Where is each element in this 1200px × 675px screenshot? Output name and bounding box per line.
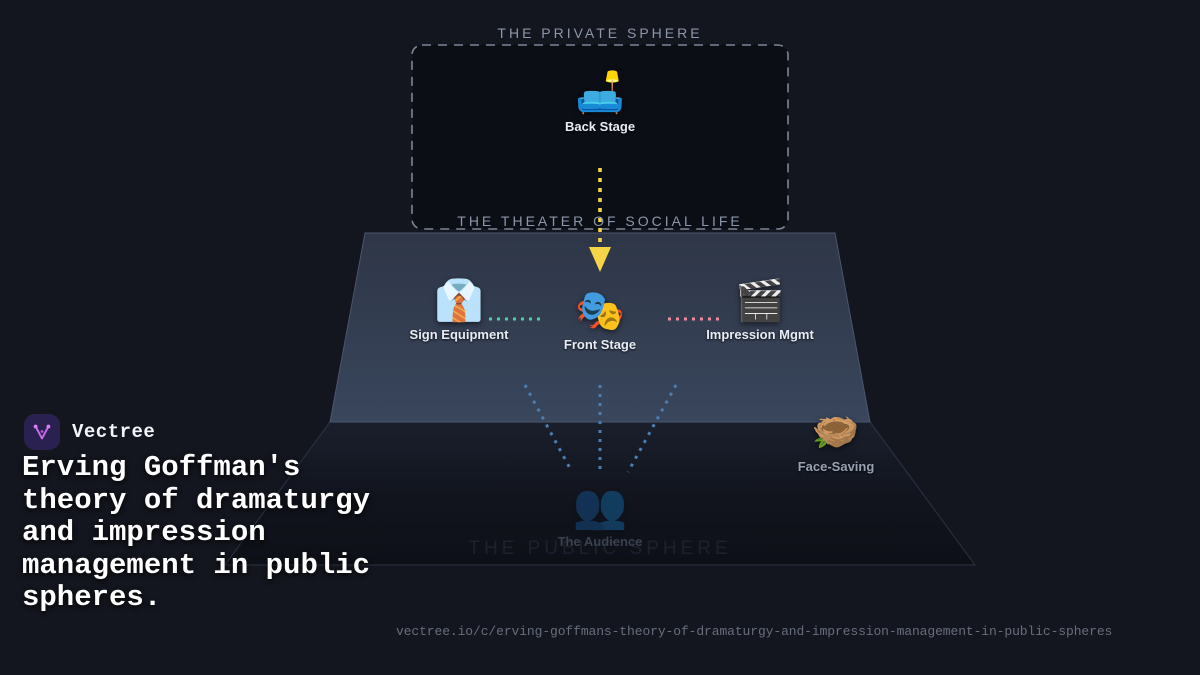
- vectree-logo-icon: [24, 414, 60, 450]
- node-front-stage-label: Front Stage: [563, 337, 637, 352]
- node-impression-mgmt-label: Impression Mgmt: [706, 327, 814, 342]
- theater-stage-shape: [329, 232, 871, 423]
- page-title: Erving Goffman's theory of dramaturgy an…: [22, 451, 371, 614]
- public-sphere-label: THE PUBLIC SPHERE: [468, 538, 732, 559]
- node-sign-equipment-label: Sign Equipment: [409, 327, 509, 342]
- couch-and-lamp-icon: 🛋️: [575, 71, 625, 115]
- node-the-audience[interactable]: 👥 The Audience: [557, 482, 643, 550]
- node-back-stage-label: Back Stage: [564, 119, 636, 134]
- busts-in-silhouette-icon: 👥: [572, 482, 628, 531]
- connector-arrowhead-icon: [589, 247, 611, 272]
- private-sphere-shape: [411, 44, 789, 230]
- node-back-stage[interactable]: 🛋️ Back Stage: [565, 70, 635, 134]
- performing-arts-masks-icon: 🎭: [575, 289, 625, 333]
- node-sign-equipment[interactable]: 👔 Sign Equipment: [410, 278, 509, 342]
- connector-frontstage-to-audience-left: [523, 384, 574, 473]
- connector-frontstage-to-audience-right: [626, 384, 678, 473]
- necktie-shirt-icon: 👔: [434, 279, 484, 323]
- private-sphere-label: THE PRIVATE SPHERE: [497, 25, 703, 41]
- node-face-saving-label: Face-Saving: [797, 459, 875, 474]
- node-front-stage[interactable]: 🎭 Front Stage: [564, 288, 636, 352]
- node-impression-mgmt[interactable]: 🎬 Impression Mgmt: [706, 278, 814, 342]
- footer-url: vectree.io/c/erving-goffmans-theory-of-d…: [396, 624, 1113, 639]
- clapper-board-icon: 🎬: [735, 279, 785, 323]
- node-the-audience-label: The Audience: [557, 534, 643, 549]
- brand-name: Vectree: [72, 421, 156, 443]
- node-face-saving[interactable]: 🪹 Face-Saving: [798, 410, 875, 474]
- adhesive-bandage-icon: 🪹: [812, 412, 860, 454]
- brand-block: Vectree: [24, 414, 155, 450]
- theater-label: THE THEATER OF SOCIAL LIFE: [457, 213, 743, 229]
